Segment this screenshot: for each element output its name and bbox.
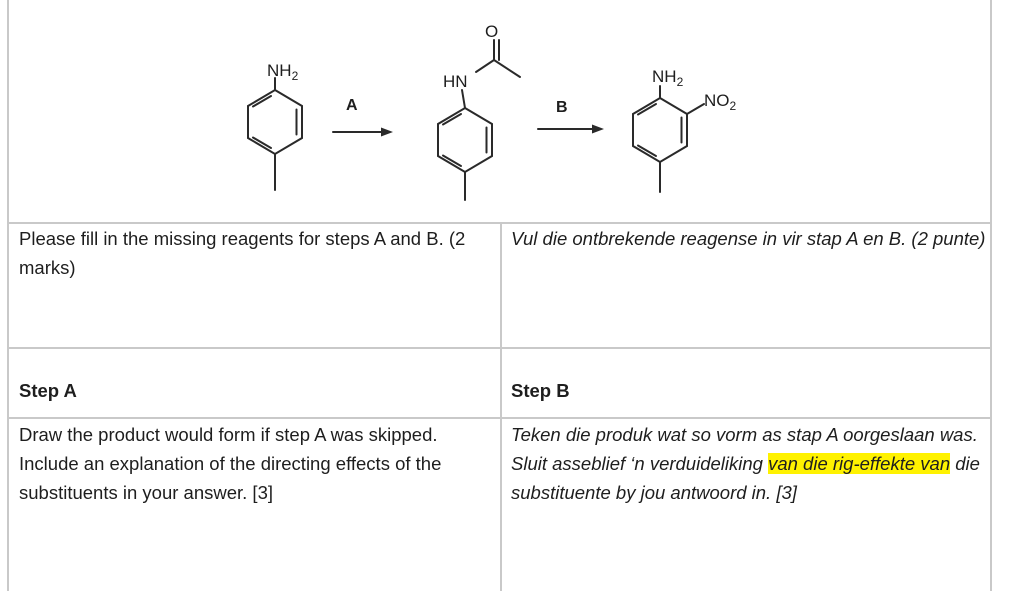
- question-reagents-en: Please fill in the missing reagents for …: [19, 228, 466, 278]
- af-text-before: Teken die produk wat so vorm as stap A o…: [511, 424, 978, 474]
- question-reagents-af: Vul die ontbrekende reagense in vir stap…: [511, 228, 986, 249]
- row-divider-2: [7, 347, 991, 349]
- question-directing-effects-af: Teken die produk wat so vorm as stap A o…: [511, 420, 986, 507]
- product-nitro-label: NO2: [704, 91, 737, 113]
- arrow-b-head: [592, 124, 604, 134]
- highlighted-text: van die rig-effekte van: [768, 453, 951, 474]
- arrow-a-label: A: [346, 97, 358, 114]
- column-divider: [500, 222, 502, 591]
- step-a-heading: Step A: [19, 380, 77, 401]
- product-amine-label: NH2: [652, 67, 684, 89]
- af-text-after: die substituente by jou antwoord in. [3]: [511, 453, 980, 503]
- reaction-scheme: NH2 A HN O B NH2 NO2: [247, 22, 737, 201]
- reactant-amine-label: NH2: [267, 61, 299, 83]
- row-divider-3: [7, 417, 991, 419]
- step-b-heading: Step B: [511, 380, 570, 401]
- carbonyl-oxygen-label: O: [485, 22, 498, 41]
- table-border-left: [7, 0, 9, 591]
- table-border-right: [990, 0, 992, 591]
- reactant-benzene-ring: [247, 77, 303, 191]
- intermediate-nh-label: HN: [443, 72, 468, 91]
- arrow-a-head: [381, 127, 393, 137]
- intermediate-benzene-ring: [437, 39, 521, 201]
- row-divider-1: [7, 222, 991, 224]
- question-directing-effects-en: Draw the product would form if step A wa…: [19, 424, 442, 503]
- product-benzene-ring: [632, 85, 705, 193]
- arrow-b-label: B: [556, 99, 568, 116]
